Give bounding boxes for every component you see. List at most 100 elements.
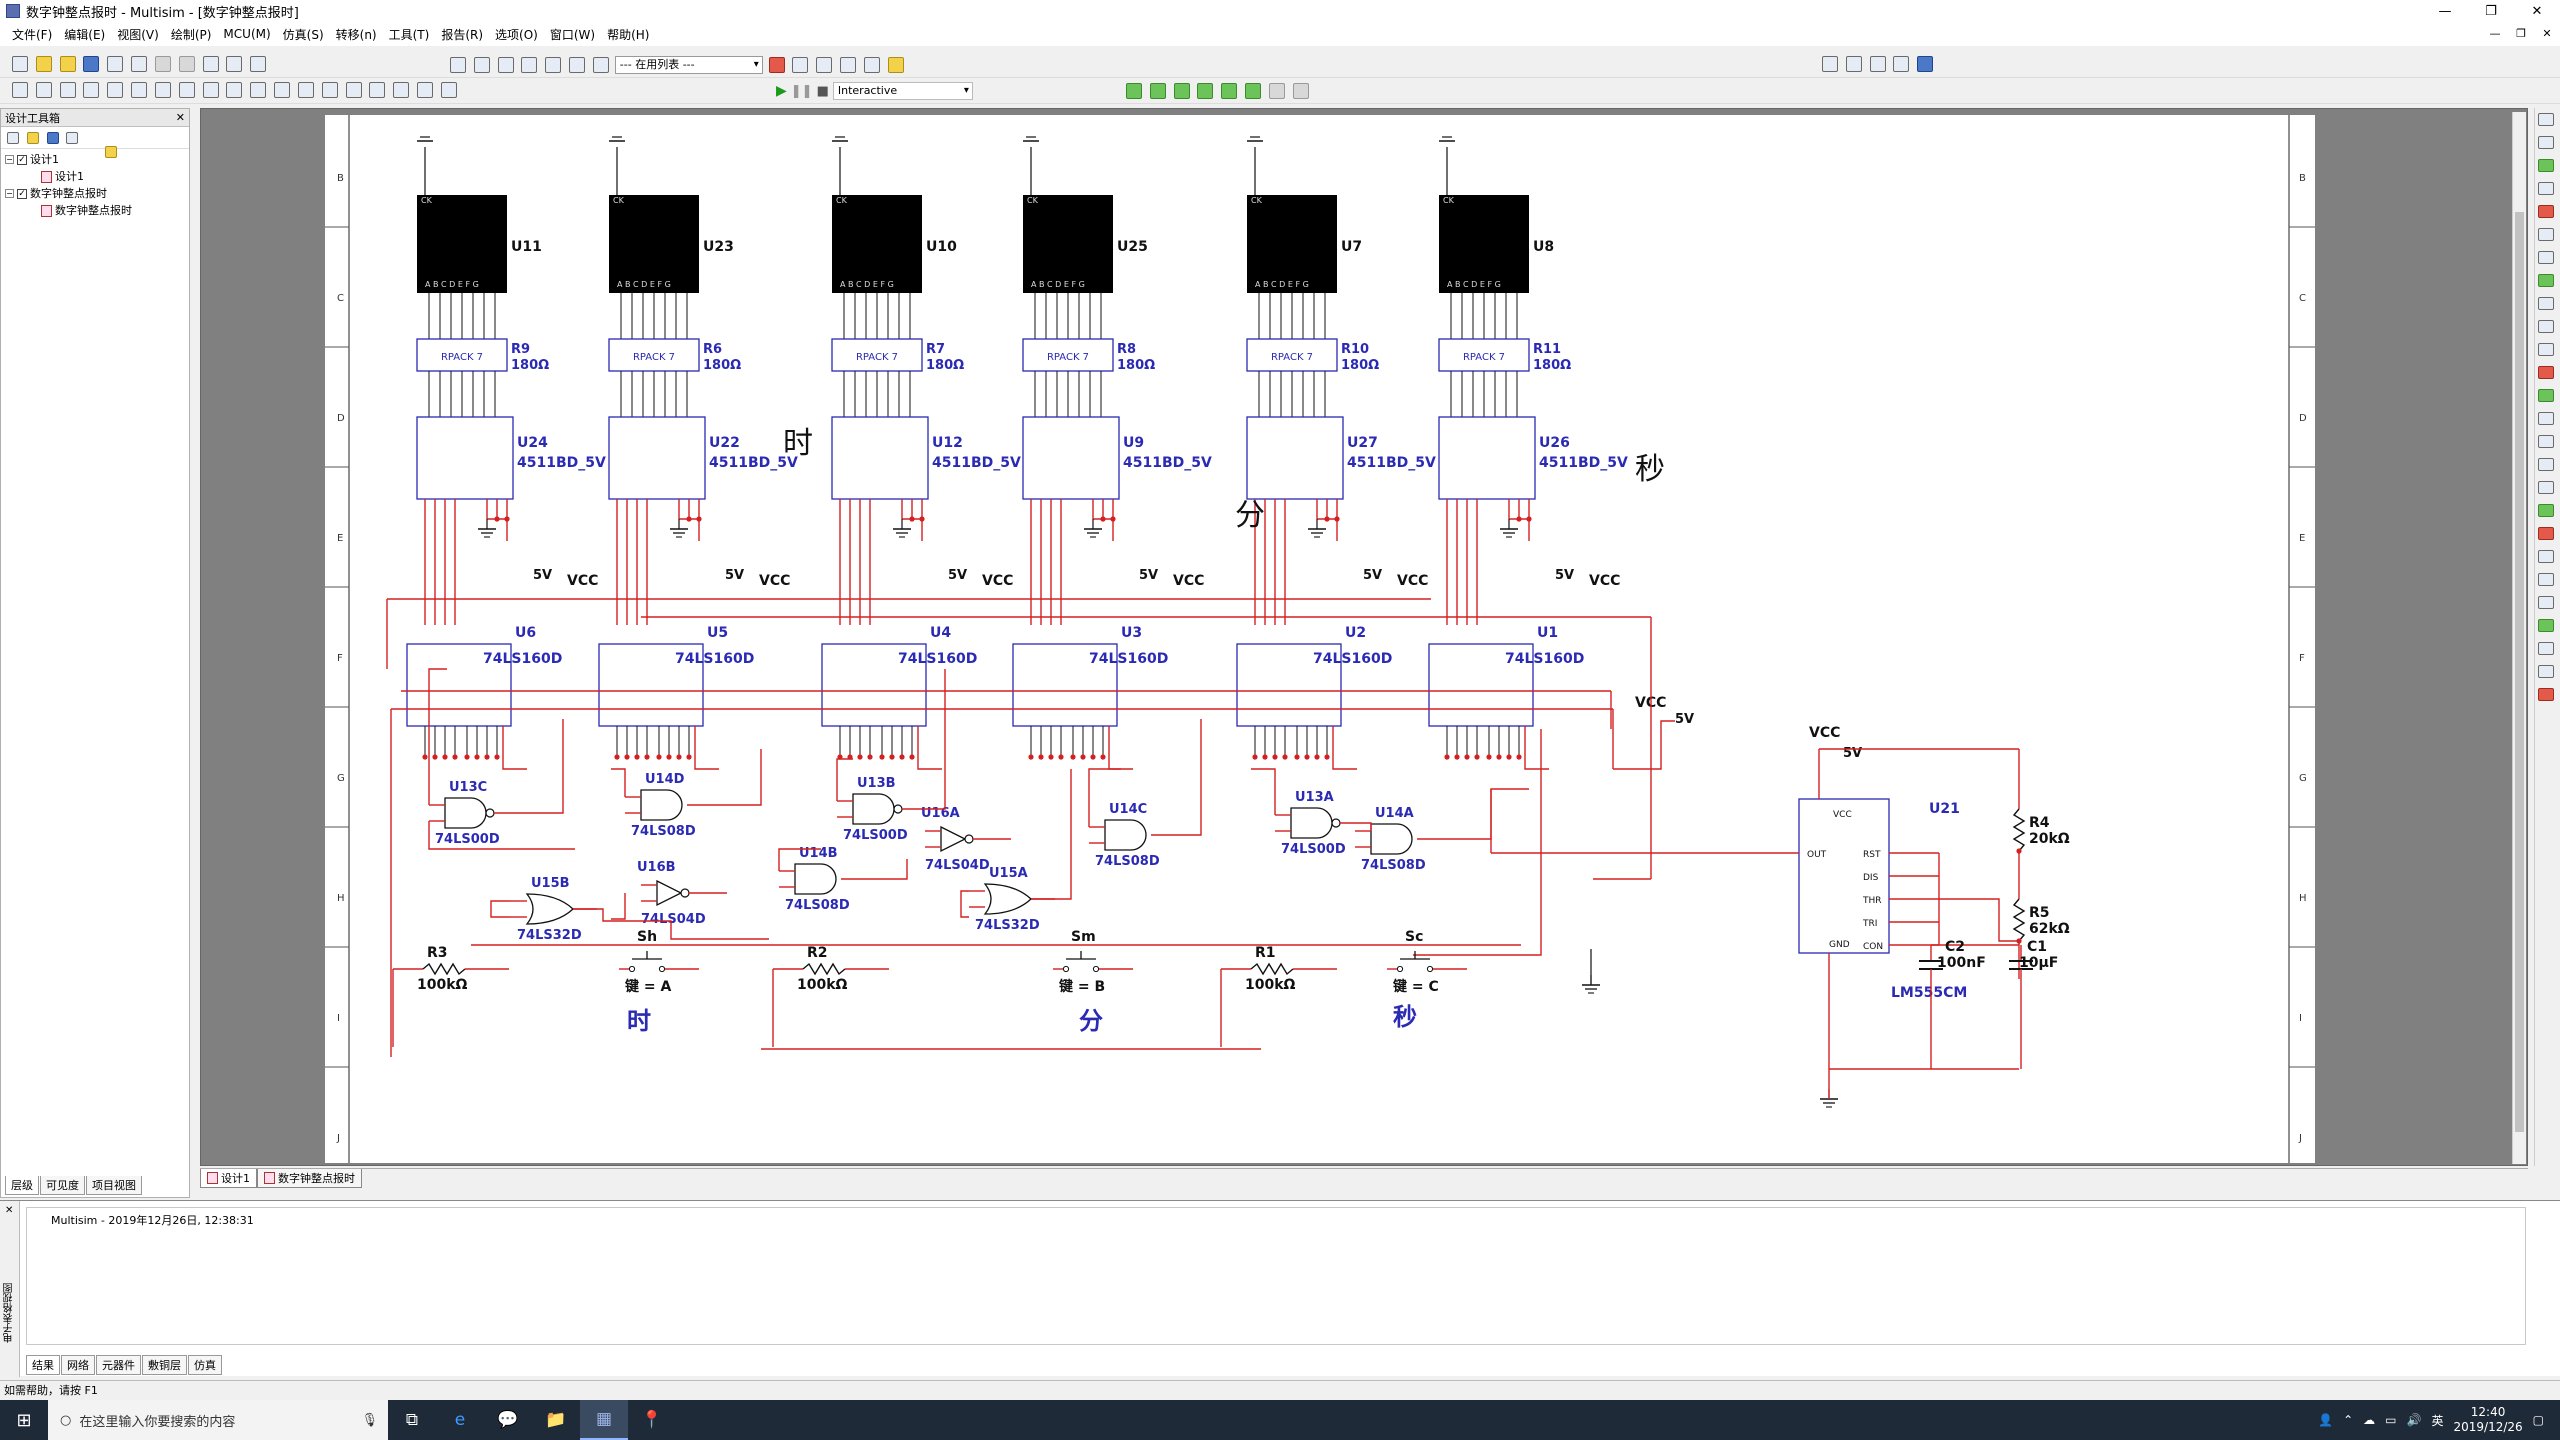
menu-simulate[interactable]: 仿真(S): [282, 27, 324, 42]
probe-voltage-icon[interactable]: [1126, 83, 1142, 99]
zoom-area-icon[interactable]: [1869, 56, 1886, 72]
open-icon[interactable]: [35, 56, 52, 72]
place-basic-icon[interactable]: [35, 82, 52, 98]
open-sample-icon[interactable]: [59, 56, 76, 72]
menu-options[interactable]: 选项(O): [495, 27, 538, 42]
menu-mcu[interactable]: MCU(M): [223, 27, 271, 41]
ime-indicator[interactable]: 英: [2431, 1413, 2444, 1428]
instrument-4-icon[interactable]: [2538, 182, 2554, 195]
instrument-21-icon[interactable]: [2538, 573, 2554, 586]
sheet-tab-design1[interactable]: 设计1: [200, 1169, 257, 1188]
probe-ref-icon[interactable]: [1221, 83, 1238, 99]
instrument-1-icon[interactable]: [2538, 113, 2554, 126]
full-screen-icon[interactable]: [1917, 56, 1934, 72]
probe-power-icon[interactable]: [1173, 83, 1190, 99]
probe-diff-icon[interactable]: [1197, 83, 1214, 99]
mdi-close-button[interactable]: ✕: [2542, 27, 2552, 40]
cut-icon[interactable]: [154, 56, 171, 72]
tab-components[interactable]: 元器件: [96, 1355, 141, 1375]
tab-copper-layers[interactable]: 敷铜层: [142, 1355, 187, 1375]
transfer-icon[interactable]: [768, 57, 785, 73]
instrument-13-icon[interactable]: [2538, 389, 2554, 402]
place-ni-icon[interactable]: [369, 82, 386, 98]
instrument-2-icon[interactable]: [2538, 136, 2554, 149]
scrollbar-thumb[interactable]: [2515, 212, 2524, 1132]
print-preview-icon[interactable]: [131, 56, 148, 72]
instrument-8-icon[interactable]: [2538, 274, 2554, 287]
tab-project-view[interactable]: 项目视图: [86, 1176, 142, 1195]
cloud-icon[interactable]: ☁: [2363, 1413, 2376, 1427]
place-ttl-icon[interactable]: [131, 82, 148, 98]
panel-close-icon[interactable]: ✕: [5, 1205, 14, 1216]
instrument-25-icon[interactable]: [2538, 665, 2554, 678]
wechat-icon[interactable]: 💬: [497, 1410, 519, 1430]
instrument-16-icon[interactable]: [2538, 458, 2554, 471]
toolbox-options-icon[interactable]: [105, 145, 117, 158]
minimize-button[interactable]: —: [2438, 3, 2452, 19]
tree-item-clock-sheet[interactable]: 数字钟整点报时: [5, 202, 185, 219]
redo-icon[interactable]: [250, 56, 267, 72]
mdi-restore-button[interactable]: ❐: [2516, 27, 2526, 40]
menu-place[interactable]: 绘制(P): [170, 27, 212, 42]
menu-help[interactable]: 帮助(H): [607, 27, 650, 42]
pause-icon[interactable]: ❚❚: [790, 83, 813, 99]
place-electromech-icon[interactable]: [345, 82, 362, 98]
instrument-17-icon[interactable]: [2538, 481, 2554, 494]
menu-tools[interactable]: 工具(T): [388, 27, 430, 42]
file-explorer-icon[interactable]: 📁: [545, 1410, 567, 1430]
place-power-icon[interactable]: [274, 82, 291, 98]
instrument-3-icon[interactable]: [2538, 159, 2554, 172]
tab-simulation[interactable]: 仿真: [188, 1355, 222, 1375]
place-diode-icon[interactable]: [59, 82, 76, 98]
instrument-24-icon[interactable]: [2538, 642, 2554, 655]
tab-visibility[interactable]: 可见度: [40, 1176, 85, 1195]
collapse-icon[interactable]: −: [5, 189, 14, 198]
instrument-12-icon[interactable]: [2538, 366, 2554, 379]
sheet-tab-clock[interactable]: 数字钟整点报时: [257, 1169, 362, 1188]
grid-icon[interactable]: [450, 57, 466, 73]
place-hier-block-icon[interactable]: [417, 82, 434, 98]
place-cmos-icon[interactable]: [154, 82, 171, 98]
menu-window[interactable]: 窗口(W): [549, 27, 596, 42]
microphone-icon[interactable]: 🎙: [361, 1412, 378, 1428]
place-bus-icon[interactable]: [440, 82, 457, 98]
instrument-5-icon[interactable]: [2538, 205, 2554, 218]
vertical-scrollbar[interactable]: [2512, 112, 2526, 1164]
instrument-11-icon[interactable]: [2538, 343, 2554, 356]
help-icon[interactable]: [887, 57, 904, 73]
place-mixed-icon[interactable]: [226, 82, 243, 98]
annotate-icon[interactable]: [840, 57, 857, 73]
new-icon[interactable]: [12, 56, 28, 72]
taskbar-search-box[interactable]: ○ 在这里输入你要搜索的内容 🎙: [48, 1400, 388, 1440]
close-button[interactable]: ✕: [2531, 3, 2543, 19]
instrument-26-icon[interactable]: [2538, 688, 2554, 701]
instrument-7-icon[interactable]: [2538, 251, 2554, 264]
run-icon[interactable]: ▶: [776, 83, 787, 99]
stop-icon[interactable]: ■: [816, 83, 829, 99]
checkbox-checked-icon[interactable]: ✓: [17, 188, 27, 199]
find-icon[interactable]: [863, 57, 880, 73]
people-icon[interactable]: 👤: [2318, 1413, 2334, 1427]
menu-transfer[interactable]: 转移(n): [335, 27, 377, 42]
mdi-minimize-button[interactable]: —: [2489, 27, 2501, 40]
instrument-19-icon[interactable]: [2538, 527, 2554, 540]
inuse-list-dropdown[interactable]: --- 在用列表 ---: [614, 56, 763, 74]
multisim-taskbar-icon[interactable]: ▦: [580, 1400, 628, 1440]
instrument-6-icon[interactable]: [2538, 228, 2554, 241]
tab-hierarchy[interactable]: 层级: [5, 1176, 39, 1195]
maps-app-icon[interactable]: 📍: [641, 1410, 663, 1430]
database-icon[interactable]: [497, 57, 514, 73]
menu-file[interactable]: 文件(F): [12, 27, 53, 42]
breadboard-icon[interactable]: [569, 57, 586, 73]
place-misc-digital-icon[interactable]: [202, 82, 219, 98]
menu-reports[interactable]: 报告(R): [441, 27, 484, 42]
tab-nets[interactable]: 网络: [61, 1355, 95, 1375]
instrument-10-icon[interactable]: [2538, 320, 2554, 333]
notification-icon[interactable]: ▢: [2532, 1413, 2544, 1427]
tab-results[interactable]: 结果: [26, 1355, 60, 1375]
place-misc-icon[interactable]: [297, 82, 314, 98]
instrument-20-icon[interactable]: [2538, 550, 2554, 563]
task-view-icon[interactable]: ⧉: [405, 1410, 419, 1430]
spreadsheet-icon[interactable]: [473, 57, 490, 73]
